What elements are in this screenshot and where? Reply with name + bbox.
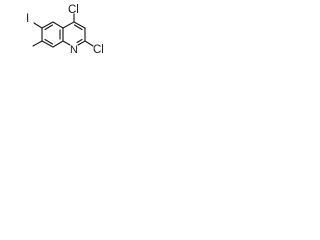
bond-c7-c8 (41, 40, 54, 48)
double-bond-c5-c6 (44, 24, 54, 31)
bond-c7-methyl (32, 40, 43, 47)
chlorine-atom-label-c4: Cl (68, 4, 79, 16)
quinoline-structure: I Cl N Cl (26, 4, 104, 56)
iodine-atom-label: I (26, 13, 29, 25)
bond-c2-cl (84, 40, 94, 47)
bond-c4-c3 (73, 21, 86, 29)
bond-c8-c8a (52, 40, 64, 48)
double-bond-c7-c8 (44, 38, 54, 45)
bond-c2-n1 (77, 40, 86, 46)
bond-c4a-c4 (62, 21, 75, 29)
double-bond-c2-n1 (76, 38, 83, 44)
bond-c4a-c5 (52, 21, 64, 29)
bond-c5-c6 (41, 21, 54, 29)
structure-canvas: I Cl N Cl (0, 0, 116, 74)
bond-c6-i (33, 22, 43, 29)
nitrogen-atom-label: N (70, 44, 78, 56)
double-bond-c4-c3 (73, 24, 83, 31)
chlorine-atom-label-c2: Cl (93, 44, 104, 56)
bond-n1-c8a (62, 40, 71, 46)
